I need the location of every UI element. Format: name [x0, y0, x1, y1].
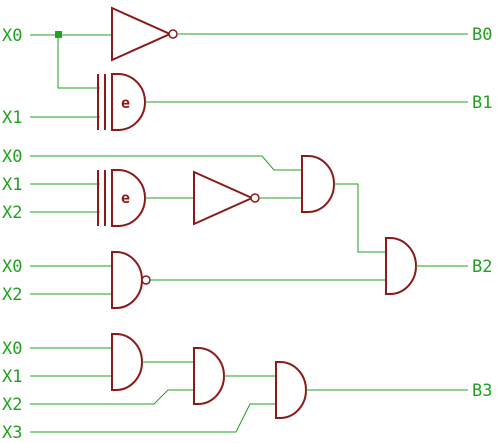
xor-symbol-b1: e	[121, 94, 130, 112]
not-bubble-b0	[168, 29, 178, 39]
output-label-b1: B1	[472, 93, 492, 113]
wire-x0-branch	[57, 35, 100, 89]
b1-section: e	[30, 73, 468, 131]
input-label: X1	[2, 175, 22, 195]
input-label: X0	[2, 26, 22, 46]
input-labels: X0 X1 X0 X1 X2 X0 X2 X0 X1 X2 X3	[2, 26, 22, 443]
input-label: X1	[2, 108, 22, 128]
output-label-b0: B0	[472, 25, 492, 45]
b0-section	[30, 6, 468, 89]
input-label: X2	[2, 285, 22, 305]
wire-x0b-to-and	[30, 155, 302, 171]
input-label: X2	[2, 203, 22, 223]
junction-dot	[55, 31, 62, 38]
output-label-b3: B3	[472, 381, 492, 401]
input-label: X3	[2, 423, 22, 443]
b2-section: e	[30, 155, 468, 309]
and-gate-b3-2	[193, 347, 225, 405]
wire-x2d-to-and2	[30, 389, 194, 405]
not-gate-b0	[111, 6, 173, 62]
wire-and-to-and	[334, 183, 386, 253]
input-label: X0	[2, 339, 22, 359]
and-gate-b3-3	[275, 361, 307, 419]
b3-section	[30, 333, 468, 433]
and-gate-b2-final	[385, 237, 417, 295]
nand-gate-b2	[111, 251, 143, 309]
xor-gate-b2-body	[111, 169, 146, 227]
input-label: X1	[2, 367, 22, 387]
input-label: X0	[2, 147, 22, 167]
xor-symbol-b2: e	[121, 189, 130, 207]
and-gate-b3-1	[111, 333, 143, 391]
and-gate-b2-upper	[301, 155, 335, 213]
not-bubble-b2	[250, 193, 260, 203]
input-label: X2	[2, 395, 22, 415]
output-label-b2: B2	[472, 257, 492, 277]
wire-x3d-to-and3	[30, 403, 276, 433]
output-labels: B0 B1 B2 B3	[472, 25, 492, 401]
not-gate-b2	[193, 170, 255, 226]
input-label: X0	[2, 257, 22, 277]
xor-gate-b1-body	[111, 73, 146, 131]
nand-bubble-b2	[141, 275, 151, 285]
